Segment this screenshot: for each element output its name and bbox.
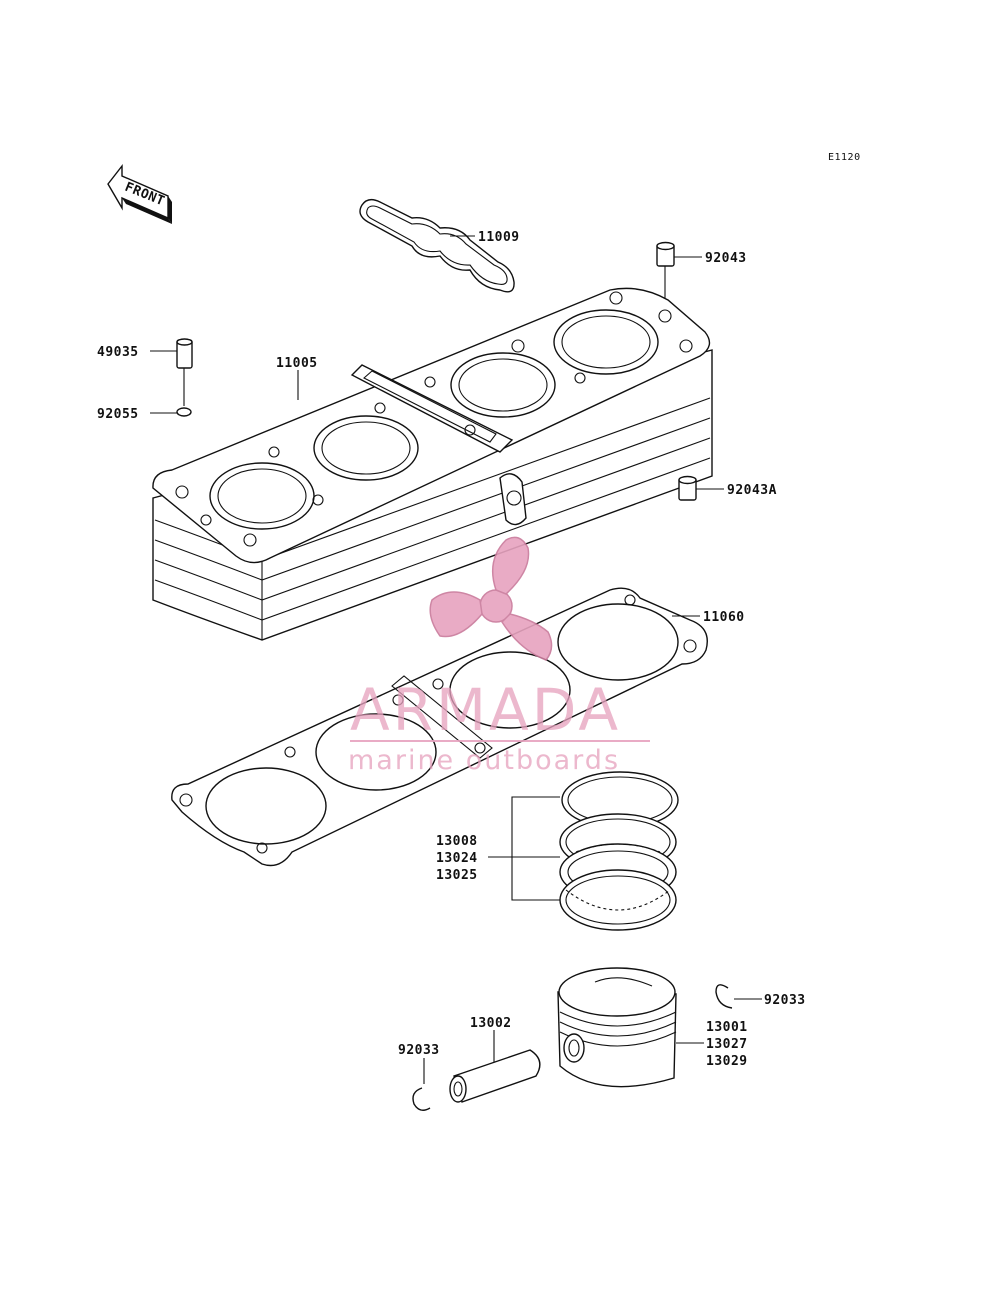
callout-92043a: 92043A (727, 483, 777, 498)
front-arrow-icon: FRONT (107, 163, 172, 224)
head-cover-gasket (359, 198, 515, 293)
callout-92043: 92043 (705, 251, 747, 266)
callout-13001: 13001 (706, 1020, 748, 1035)
propeller-logo-icon (429, 536, 553, 661)
piston-pin (449, 1049, 541, 1103)
callout-49035: 49035 (97, 345, 139, 360)
callout-92055: 92055 (97, 407, 139, 422)
circlip-left (412, 1087, 431, 1111)
watermark-subtitle: marine outboards (348, 745, 620, 776)
dowel-pin-top (656, 241, 675, 267)
callout-13008: 13008 (436, 834, 478, 849)
piston-ring-set (559, 771, 679, 931)
callout-13025: 13025 (436, 868, 478, 883)
diagram-code: E1120 (828, 152, 861, 163)
cylinder-base-gasket (171, 587, 708, 867)
circlip-right (715, 984, 733, 1009)
callout-92033-right: 92033 (764, 993, 806, 1008)
piston (557, 967, 677, 1088)
pin-49035 (176, 338, 193, 369)
callout-13029: 13029 (706, 1054, 748, 1069)
armada-watermark: ARMADA marine outboards (348, 536, 650, 776)
dowel-pin-right (678, 475, 697, 501)
callout-13024: 13024 (436, 851, 478, 866)
callout-13027: 13027 (706, 1037, 748, 1052)
callout-11060: 11060 (703, 610, 745, 625)
callout-11005: 11005 (276, 356, 318, 371)
cylinder-block (152, 287, 713, 641)
callout-11009: 11009 (478, 230, 520, 245)
callout-13002: 13002 (470, 1016, 512, 1031)
callout-92033-left: 92033 (398, 1043, 440, 1058)
watermark-title: ARMADA (350, 676, 621, 744)
o-ring-92055 (176, 407, 192, 417)
